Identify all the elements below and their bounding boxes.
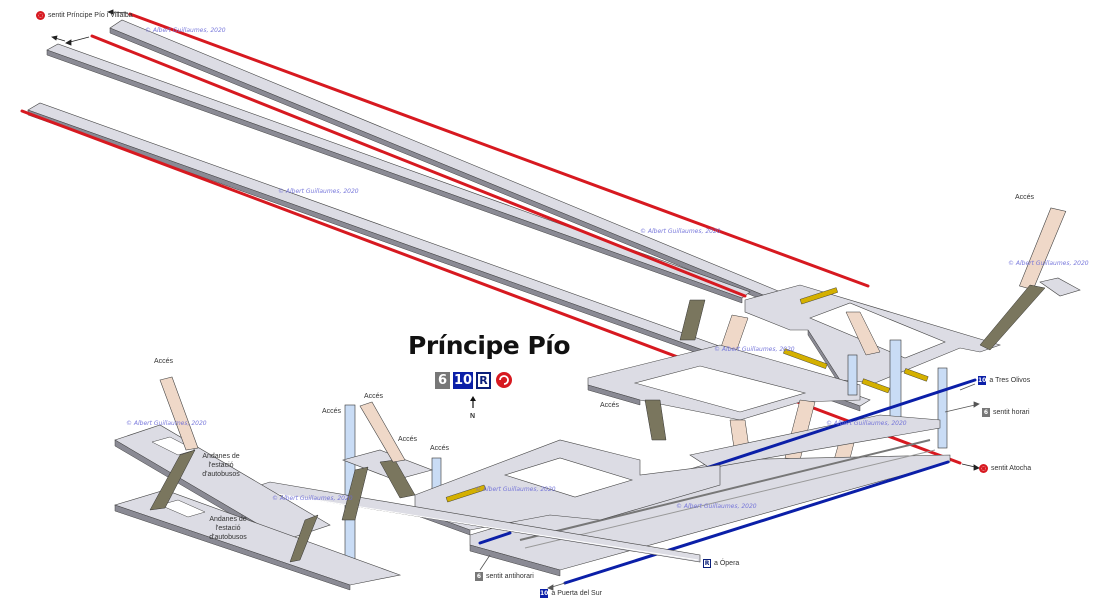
bus-platforms-label: Andanes de l'estació d'autobusos xyxy=(202,453,240,478)
access-label: Accés xyxy=(600,402,620,409)
stairs xyxy=(644,399,667,441)
watermark: © Albert Guillaumes, 2020 xyxy=(475,486,556,493)
cercanias-track xyxy=(20,109,962,465)
cercanias-concourse xyxy=(679,284,1001,394)
line10-track xyxy=(563,460,950,585)
line10-tracks xyxy=(478,378,977,585)
escalator xyxy=(903,368,929,382)
north-arrow xyxy=(470,396,476,408)
bus-platforms-label: Andanes de l'estació d'autobusos xyxy=(209,516,247,541)
cercanias-platforms xyxy=(27,19,871,412)
destination-tres-olivos: 10 a Tres Olivos xyxy=(978,376,1030,385)
destination-opera: R a Ópera xyxy=(703,559,739,568)
escalator xyxy=(445,484,486,503)
access-shaft xyxy=(159,376,199,451)
mezzanine-hole xyxy=(503,457,634,498)
access-label: Accés xyxy=(154,358,174,365)
access-shaft xyxy=(359,401,406,463)
cercanias-logo-icon: ◌ xyxy=(36,11,45,20)
watermark: © Albert Guillaumes, 2020 xyxy=(714,346,795,353)
watermark: © Albert Guillaumes, 2020 xyxy=(278,188,359,195)
watermark: © Albert Guillaumes, 2020 xyxy=(1008,260,1089,267)
cercanias-logo-icon xyxy=(496,372,512,388)
line10-track xyxy=(478,531,512,545)
watermark: © Albert Guillaumes, 2020 xyxy=(676,503,757,510)
escalator xyxy=(799,287,838,305)
cercanias-track xyxy=(90,34,747,298)
destination-principe-pio-villalba: ◌ sentit Príncipe Pío i Villalba xyxy=(36,11,133,20)
access-label: Accés xyxy=(1015,194,1035,201)
watermark: © Albert Guillaumes, 2020 xyxy=(126,420,207,427)
platform-side xyxy=(46,49,743,304)
destination-atocha: ◌ sentit Atocha xyxy=(979,464,1031,473)
cercanias-logo-icon: ◌ xyxy=(979,464,988,473)
watermark: © Albert Guillaumes, 2020 xyxy=(272,495,353,502)
destination-label: sentit horari xyxy=(993,409,1030,416)
stairs xyxy=(845,311,881,356)
line-10-icon: 10 xyxy=(978,376,987,385)
destination-label: a Tres Olivos xyxy=(989,377,1031,384)
watermark: © Albert Guillaumes, 2020 xyxy=(640,228,721,235)
line-r-icon: R xyxy=(703,559,711,568)
central-mezzanine xyxy=(587,344,861,479)
stairs xyxy=(289,514,319,563)
platform-middle xyxy=(46,43,751,299)
line-6-badge: 6 xyxy=(435,372,450,389)
escalator xyxy=(861,378,891,394)
access-label: Accés xyxy=(398,436,418,443)
watermark: © Albert Guillaumes, 2020 xyxy=(145,27,226,34)
stairs xyxy=(679,299,706,341)
access-label: Accés xyxy=(364,393,384,400)
access-label: Accés xyxy=(322,408,342,415)
destination-sentit-horari: 6 sentit horari xyxy=(982,408,1030,417)
cercanias-track xyxy=(128,12,870,288)
destination-label: a Ópera xyxy=(714,560,740,567)
line-10-badge: 10 xyxy=(453,372,473,389)
line-r-badge: R xyxy=(476,372,491,389)
destination-label: sentit Príncipe Pío i Villalba xyxy=(48,12,133,19)
direction-arrows xyxy=(51,9,980,471)
elevator xyxy=(937,367,948,449)
line-6-icon: 6 xyxy=(475,572,483,581)
line-6-icon: 6 xyxy=(982,408,990,417)
destination-label: a Puerta del Sur xyxy=(551,590,602,597)
line10-track xyxy=(698,378,977,472)
destination-label: sentit Atocha xyxy=(991,465,1032,472)
destination-puerta-del-sur: 10 a Puerta del Sur xyxy=(540,589,602,598)
north-label: N xyxy=(470,413,476,420)
elevator xyxy=(847,354,858,396)
mezzanine-hole xyxy=(633,365,807,413)
bus-platform-hole xyxy=(159,499,206,518)
access-shaft-right xyxy=(979,207,1081,351)
line6-tracks xyxy=(479,383,980,591)
stairs xyxy=(149,449,196,511)
escalator xyxy=(783,348,828,369)
destination-sentit-antihorari: 6 sentit antihorari xyxy=(475,572,534,581)
watermark: © Albert Guillaumes, 2020 xyxy=(826,420,907,427)
lower-left-mezzanine xyxy=(114,424,721,591)
destination-label: sentit antihorari xyxy=(486,573,534,580)
access-shafts-left xyxy=(159,376,406,463)
line-10-icon: 10 xyxy=(540,589,549,598)
station-title: Príncipe Pío xyxy=(408,331,571,360)
access-label: Accés xyxy=(430,445,450,452)
